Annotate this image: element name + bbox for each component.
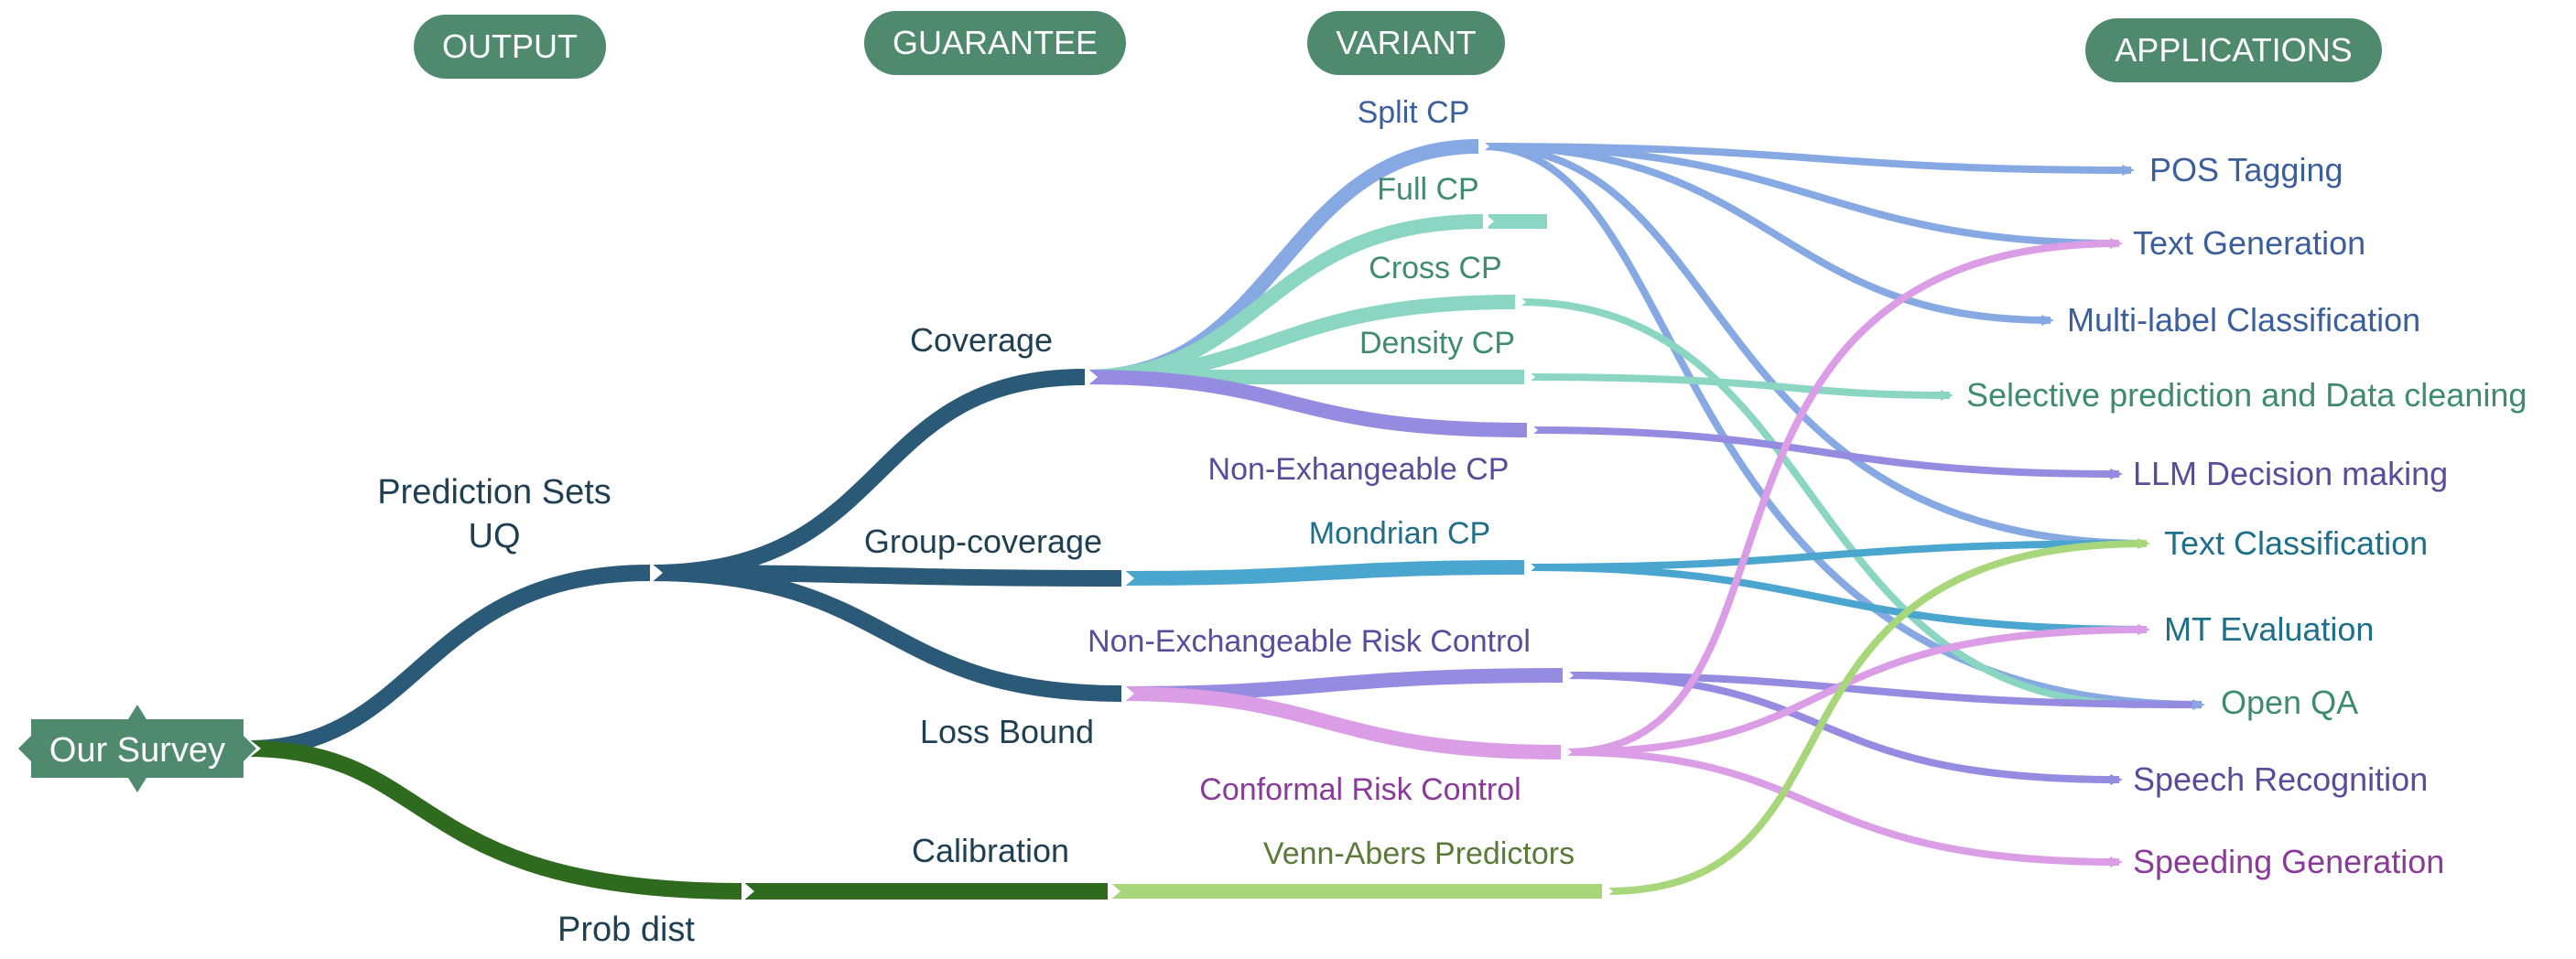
arrow-coverage [1085,366,1098,388]
label-calibration: Calibration [912,832,1069,869]
flow-split-to-textgen [1482,143,2120,247]
label-pos-tagging: POS Tagging [2149,151,2343,189]
flow-density-to-selective [1528,373,1951,399]
header-variant-label: VARIANT [1336,24,1476,61]
flows-applications [1482,143,2203,895]
arrow-app-openqa [2192,699,2205,710]
arrow-split-cp [1478,137,1489,156]
label-llm-decision: LLM Decision making [2133,455,2448,492]
header-guarantee: GUARANTEE [864,11,1126,75]
arrow-app-speech [2110,774,2123,785]
header-applications: APPLICATIONS [2085,18,2382,82]
flow-to-non-exchangeable-cp [1084,370,1528,437]
arrow-calibration [1108,880,1120,902]
flow-nexcp-to-llm [1530,426,2120,478]
arrow-full-cp [1483,212,1494,231]
header-output: OUTPUT [414,15,606,79]
label-speech-recognition: Speech Recognition [2133,760,2428,798]
arrow-loss-bound [1121,683,1134,705]
arrow-app-mteval [2138,624,2150,635]
label-non-exchangeable-cp: Non-Exhangeable CP [1208,452,1510,487]
arrow-nexcp [1527,421,1538,439]
label-group-coverage: Group-coverage [864,523,1102,560]
flow-to-mondrian-cp [1120,560,1525,586]
label-text-generation: Text Generation [2133,224,2365,262]
flow-split-to-multilabel [1482,143,2051,324]
flow-root-to-prob-dist [246,740,742,900]
flow-split-to-openqa [1482,143,2203,708]
label-selective-prediction: Selective prediction and Data cleaning [1966,376,2527,414]
arrow-mondrian [1524,558,1535,576]
output-labels: Prediction Sets UQ Prob dist [377,473,695,949]
flow-mondrian-to-textclass [1528,540,2148,571]
arrow-app-selective [1941,390,1954,401]
arrow-app-llm [2110,469,2123,480]
label-cross-cp: Cross CP [1369,251,1501,286]
header-output-label: OUTPUT [442,27,578,65]
arrow-prediction-sets [650,562,663,584]
arrow-nerc [1563,666,1574,684]
flow-crc-to-speeding [1564,749,2120,866]
header-variant: VARIANT [1307,11,1505,75]
label-speeding-generation: Speeding Generation [2133,843,2444,880]
label-prediction-sets-uq: UQ [469,517,521,555]
arrow-app-multilabel [2041,315,2054,326]
flows-root [246,565,1108,900]
arrow-app-speeding [2110,857,2123,867]
node-arrows [247,137,1613,902]
application-labels: POS Tagging Text Generation Multi-label … [1966,151,2527,880]
label-multi-label: Multi-label Classification [2067,301,2420,339]
flow-to-conformal-risk-control [1120,686,1562,760]
header-applications-label: APPLICATIONS [2115,31,2352,69]
root-node: Our Survey [18,705,256,792]
flow-crc-to-textgen [1564,240,2120,756]
flow-to-coverage [649,369,1086,581]
arrow-app-textclass [2138,538,2150,549]
label-prediction-sets: Prediction Sets [377,473,612,512]
flow-venn-to-textclass [1606,540,2148,895]
label-density-cp: Density CP [1359,326,1515,361]
flow-split-to-textclass [1482,143,2148,547]
arrow-full-cp-end [1547,212,1558,231]
guarantee-labels: Coverage Group-coverage Loss Bound Calib… [864,321,1102,869]
arrow-cross-cp [1515,293,1526,311]
flow-crc-to-mteval [1564,626,2148,756]
column-headers: OUTPUT GUARANTEE VARIANT APPLICATIONS [414,11,2382,82]
root-node-shape [18,705,256,792]
label-coverage: Coverage [910,321,1053,359]
flows-variants [1084,139,1602,899]
flow-cross-to-openqa [1519,298,2143,708]
arrow-app-pos [2122,165,2135,176]
flow-mondrian-to-mteval [1528,564,2148,633]
root-node-label: Our Survey [49,731,225,770]
label-loss-bound: Loss Bound [920,713,1094,750]
flow-nerc-to-speech [1564,672,2120,783]
label-full-cp: Full CP [1377,172,1478,207]
label-open-qa: Open QA [2221,684,2358,721]
label-mt-evaluation: MT Evaluation [2164,610,2374,648]
arrow-prob-dist [741,880,754,902]
label-non-exchangeable-risk-control: Non-Exchangeable Risk Control [1088,624,1531,659]
arrow-group-coverage [1121,567,1134,589]
arrow-app-textgen [2110,238,2123,249]
arrow-venn [1602,882,1613,900]
label-venn-abers: Venn-Abers Predictors [1263,836,1575,871]
arrow-density-cp [1524,368,1535,386]
label-mondrian-cp: Mondrian CP [1309,516,1490,551]
flow-nerc-to-openqa [1564,672,2203,708]
flow-root-to-prediction-sets [246,565,651,757]
application-arrows [1941,165,2205,867]
flow-to-loss-bound [649,565,1122,702]
header-guarantee-label: GUARANTEE [893,24,1098,61]
label-split-cp: Split CP [1358,95,1470,130]
label-conformal-risk-control: Conformal Risk Control [1199,772,1521,807]
arrow-crc [1561,743,1572,761]
variant-labels: Split CP Full CP Cross CP Density CP Non… [1088,95,1575,871]
label-text-classification: Text Classification [2164,524,2428,562]
label-prob-dist: Prob dist [557,911,695,949]
flow-split-to-pos [1482,143,2132,174]
flows-guarantees [649,369,1122,702]
